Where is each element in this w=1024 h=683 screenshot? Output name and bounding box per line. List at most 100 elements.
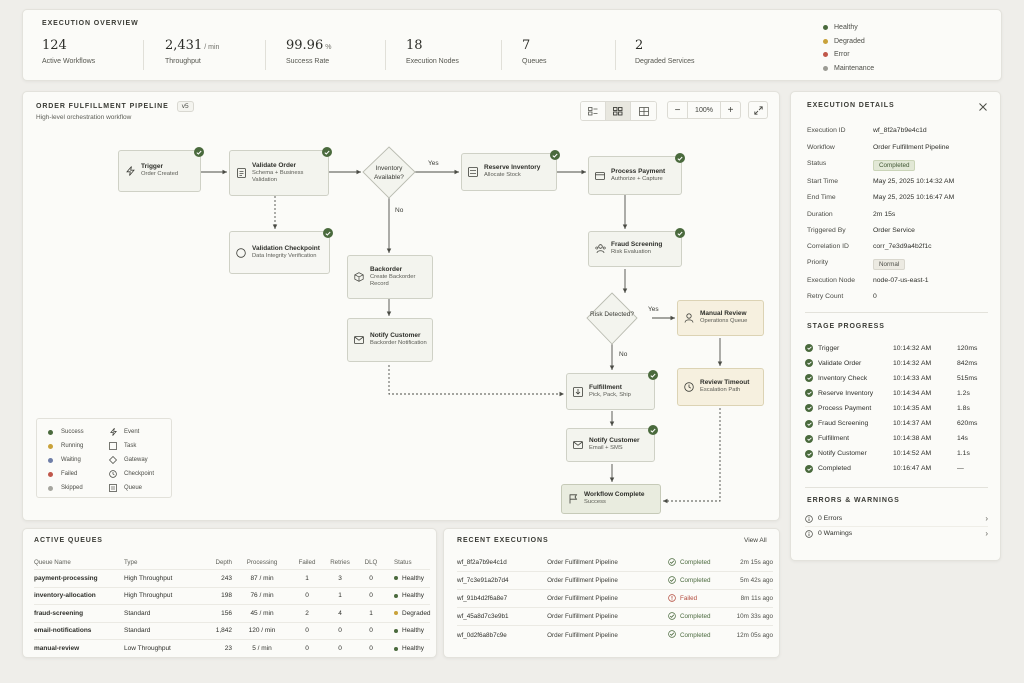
column-header[interactable]: Queue Name	[34, 559, 71, 566]
legend-label: Checkpoint	[124, 471, 155, 477]
info-icon	[805, 514, 813, 523]
warnings-row[interactable]: 0 Warnings ›	[805, 529, 988, 538]
column-header[interactable]: Type	[124, 559, 138, 566]
priority-badge: Normal	[873, 259, 906, 270]
metric-unit: %	[325, 44, 332, 51]
detail-key: Execution Node	[807, 277, 855, 284]
divider	[265, 40, 266, 70]
square-icon	[109, 442, 117, 450]
execution-id[interactable]: wf_8f2a7b9e4c1d	[457, 559, 507, 566]
detail-workflow: Workflow Order Fulfillment Pipeline	[807, 144, 949, 151]
list-view-button[interactable]	[581, 102, 606, 120]
legend-error: Error	[823, 48, 963, 62]
zoom-in-button[interactable]: +	[727, 104, 734, 116]
detail-key: Workflow	[807, 144, 835, 151]
queue-processing: 5 / min	[252, 645, 272, 653]
execution-time-ago: 8m 11s ago	[740, 595, 774, 602]
execution-id[interactable]: wf_91b4d2f6a8e7	[457, 595, 508, 602]
column-header[interactable]: Processing	[246, 559, 278, 566]
clock-icon	[684, 382, 694, 392]
check-circle-icon	[668, 611, 676, 622]
version-badge[interactable]: v5	[176, 101, 194, 112]
legend-queue: Queue	[108, 484, 142, 492]
detail-value: Order Fulfillment Pipeline	[873, 144, 950, 151]
overview-title: EXECUTION OVERVIEW	[42, 20, 139, 27]
column-header[interactable]: Retries	[330, 559, 350, 566]
success-check-icon	[648, 370, 658, 380]
legend-failed: Failed	[45, 471, 77, 477]
queue-failed: 0	[305, 592, 309, 600]
close-button[interactable]	[977, 101, 989, 113]
fullscreen-button[interactable]	[748, 101, 768, 119]
status-dot	[47, 485, 53, 491]
stage-duration: 1.1s	[957, 450, 970, 458]
metric-label: Success Rate	[286, 58, 330, 65]
node-title: Notify Customer	[589, 437, 640, 445]
node-title: Backorder	[370, 265, 403, 273]
queue-name: inventory-allocation	[34, 592, 96, 600]
stage-time: 10:16:47 AM	[893, 465, 932, 473]
grid-view-button[interactable]	[606, 102, 631, 120]
execution-id[interactable]: wf_45a8d7c3e9b1	[457, 613, 509, 620]
zoom-out-button[interactable]: −	[674, 104, 681, 116]
detail-key: Correlation ID	[807, 243, 849, 250]
detail-value[interactable]: corr_7e3d9a4b2f1c	[873, 243, 932, 250]
execution-id[interactable]: wf_0d2f6a8b7c9e	[457, 631, 507, 639]
queue-dlq: 0	[369, 574, 373, 582]
column-header[interactable]: Status	[394, 559, 412, 566]
column-header[interactable]: Depth	[215, 559, 232, 566]
stage-time: 10:14:37 AM	[893, 420, 932, 427]
column-header[interactable]: Failed	[298, 559, 316, 566]
tiles-view-button[interactable]	[631, 102, 656, 120]
view-all-link[interactable]: View All	[744, 537, 767, 544]
detail-key: Retry Count	[807, 293, 844, 300]
metric-value: 124	[42, 38, 67, 53]
metric-degraded-services: 2 Degraded Services	[635, 38, 695, 72]
clock-icon	[109, 470, 117, 478]
errors-warnings-title: ERRORS & WARNINGS	[807, 497, 900, 504]
column-header[interactable]: DLQ	[364, 559, 378, 566]
expand-icon	[753, 105, 763, 115]
status-dot	[394, 576, 398, 581]
gateway-inventory-shape[interactable]	[362, 146, 416, 199]
check-circle-icon	[668, 575, 676, 586]
success-check-icon	[805, 464, 813, 473]
legend-label: Skipped	[61, 485, 83, 491]
execution-id[interactable]: wf_7c3e91a2b7d4	[457, 577, 509, 584]
stage-name: Notify Customer	[818, 450, 867, 458]
gateway-risk-shape[interactable]	[586, 292, 638, 345]
status-label: Completed	[680, 577, 711, 584]
pipeline-title: ORDER FULFILLMENT PIPELINE	[36, 103, 169, 110]
warnings-label: 0 Warnings	[818, 530, 853, 537]
detail-value[interactable]: wf_8f2a7b9e4c1d	[873, 127, 927, 134]
errors-row[interactable]: 0 Errors ›	[805, 514, 988, 523]
node-title: Workflow Complete	[584, 491, 645, 499]
table-header: Queue Name Type Depth Processing Failed …	[34, 556, 430, 570]
detail-key: Start Time	[807, 178, 838, 185]
